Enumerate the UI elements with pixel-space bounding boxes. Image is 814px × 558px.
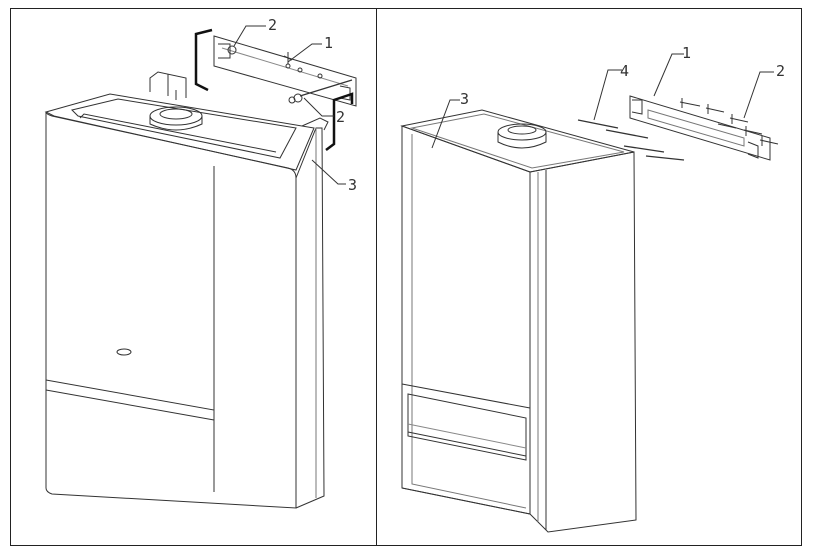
right-boiler [400,109,637,533]
drawing-frame [10,8,802,546]
right-wall-bracket [577,95,779,161]
right-callout-2: 2 [776,62,785,80]
left-alignment-line-2 [325,92,354,151]
panel-divider [376,8,377,546]
left-wall-bracket [213,35,357,107]
right-callout-3: 3 [460,90,469,108]
right-callout-4: 4 [620,62,629,80]
callout-labels: 2 1 2 3 4 1 2 3 [268,16,785,194]
left-callout-2-bottom: 2 [336,108,345,126]
left-alignment-line-1 [194,28,213,92]
left-callout-3: 3 [348,176,357,194]
left-boiler [44,71,329,509]
right-callout-1: 1 [682,44,691,62]
left-panel [44,25,357,509]
left-callout-2-top: 2 [268,16,277,34]
right-panel [400,53,779,533]
left-callout-1: 1 [324,34,333,52]
